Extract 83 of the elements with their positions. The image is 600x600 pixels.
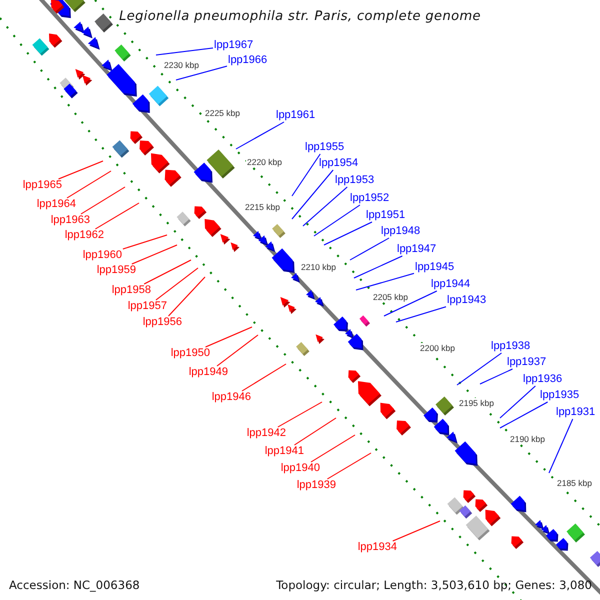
gene-label: lpp1961 — [275, 109, 316, 122]
leader-line — [122, 234, 168, 250]
gene-label: lpp1948 — [380, 225, 422, 238]
scale-label: 2190 kbp — [509, 434, 546, 444]
scale-label: 2225 kbp — [204, 108, 241, 118]
leader-line — [94, 202, 140, 230]
leader-line — [205, 326, 252, 348]
leader-line — [500, 402, 548, 428]
gene-label: lpp1946 — [210, 391, 252, 404]
leader-line — [66, 170, 112, 198]
gene-label: lpp1942 — [246, 427, 287, 440]
gene-label: lpp1964 — [36, 198, 77, 211]
leader-line — [58, 160, 104, 180]
leader-line — [155, 268, 198, 300]
leader-line — [242, 364, 286, 392]
leader-line — [277, 402, 322, 428]
footer-text: Accession: NC_006368 — [9, 578, 140, 592]
leader-line — [354, 256, 403, 278]
gene-label: lpp1965 — [22, 179, 63, 192]
diagram-title: Legionella pneumophila str. Paris, complete genome — [117, 9, 483, 24]
leader-line — [350, 238, 390, 260]
gene-label: lpp1951 — [365, 209, 406, 222]
leader-line — [324, 222, 372, 246]
leader-line — [292, 154, 321, 196]
gene-label: lpp1953 — [334, 174, 376, 187]
gene-label: lpp1945 — [414, 261, 456, 274]
scale-label: 2220 kbp — [246, 157, 283, 167]
gene-label: lpp1955 — [304, 141, 346, 154]
gene-label: lpp1935 — [539, 389, 580, 402]
gene-label: lpp1947 — [396, 243, 438, 256]
gene-label: lpp1967 — [213, 39, 254, 52]
footer-text: Topology: circular; Length: 3,503,610 bp; Genes: 3,080 — [276, 578, 592, 592]
leader-line — [356, 272, 414, 290]
scale-label: 2215 kbp — [244, 202, 281, 212]
gene-label: lpp1931 — [555, 406, 596, 419]
gene-label: lpp1937 — [506, 356, 548, 369]
gene-label: lpp1960 — [82, 249, 123, 262]
leader-line — [500, 386, 536, 418]
leader-line — [302, 186, 348, 226]
leader-line — [176, 66, 228, 80]
leader-line — [326, 452, 372, 480]
gene-label: lpp1944 — [430, 278, 472, 291]
leader-line — [80, 186, 126, 214]
leader-line — [156, 48, 214, 56]
leader-line — [216, 334, 258, 366]
leader-line — [384, 290, 438, 316]
gene-label: lpp1963 — [50, 214, 91, 227]
leader-line — [236, 122, 285, 150]
scale-label: 2205 kbp — [372, 292, 409, 302]
leader-line — [294, 418, 336, 446]
gene-label: lpp1959 — [96, 264, 137, 277]
scale-label: 2210 kbp — [300, 262, 337, 272]
leader-line — [548, 418, 574, 474]
gene-label: lpp1941 — [264, 445, 305, 458]
gene-label: lpp1934 — [356, 541, 398, 554]
gene-label: lpp1950 — [170, 347, 211, 360]
gene-label: lpp1958 — [110, 284, 152, 297]
scale-label: 2230 kbp — [163, 60, 200, 70]
leader-line — [144, 260, 192, 284]
gene-label: lpp1938 — [490, 340, 532, 353]
leader-line — [480, 368, 513, 384]
leader-line — [131, 244, 178, 264]
leader-line — [314, 204, 360, 236]
scale-label: 2200 kbp — [419, 343, 456, 353]
leader-line — [456, 352, 502, 386]
gene-label: lpp1962 — [64, 229, 105, 242]
scale-label: 2185 kbp — [556, 478, 593, 488]
gene-label: lpp1954 — [318, 157, 360, 170]
gene-label: lpp1956 — [142, 316, 183, 329]
gene-label: lpp1952 — [349, 192, 390, 205]
leader-line — [168, 276, 206, 316]
gene-label: lpp1943 — [446, 294, 488, 307]
scale-label: 2195 kbp — [458, 398, 495, 408]
gene-label: lpp1966 — [227, 54, 268, 67]
gene-label: lpp1940 — [280, 462, 321, 475]
leader-line — [292, 170, 334, 220]
leader-line — [396, 306, 446, 322]
gene-label: lpp1949 — [188, 366, 229, 379]
leader-line — [392, 520, 440, 542]
gene-label: lpp1939 — [296, 479, 337, 492]
gene-label: lpp1957 — [126, 300, 168, 313]
gene-label: lpp1936 — [522, 373, 564, 386]
leader-line — [310, 434, 356, 462]
